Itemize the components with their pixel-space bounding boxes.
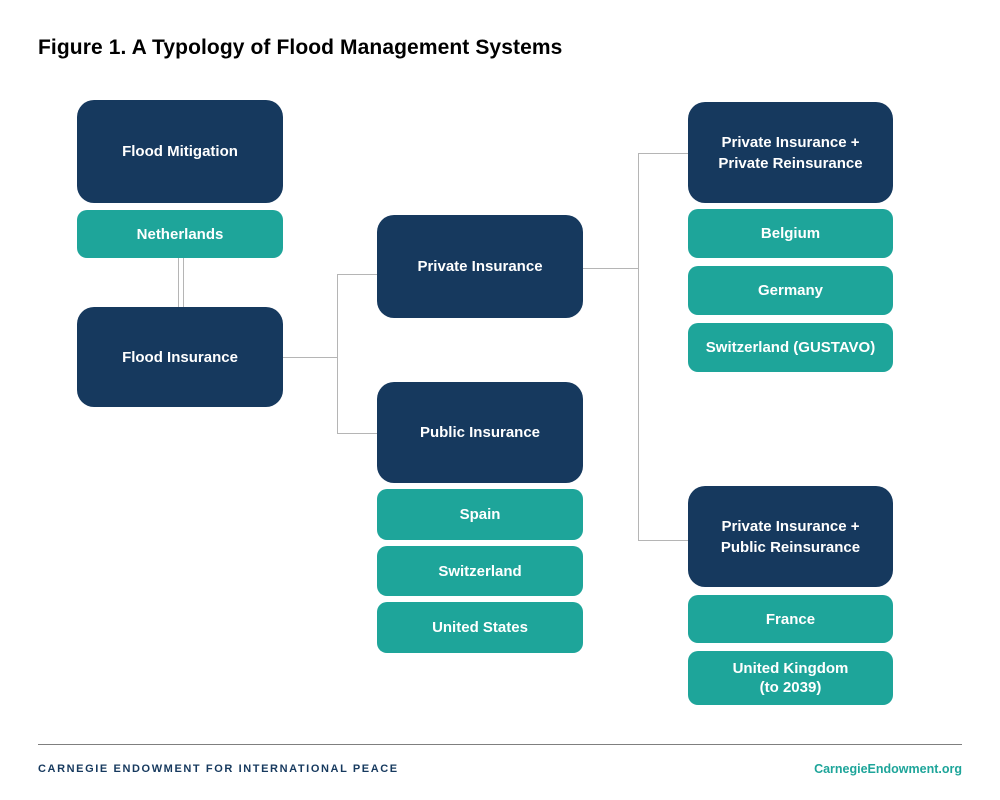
footer-website-link[interactable]: CarnegieEndowment.org xyxy=(814,762,962,776)
node-label: Private Insurance + Private Reinsurance xyxy=(718,133,863,172)
node-netherlands: Netherlands xyxy=(77,210,283,258)
node-spain: Spain xyxy=(377,489,583,540)
node-label: Spain xyxy=(459,506,501,523)
connector-to-private-reinsurance xyxy=(638,153,688,154)
connector-double-line-right xyxy=(183,258,184,307)
node-france: France xyxy=(688,595,893,643)
connector-private-insurance-stub xyxy=(583,268,638,269)
node-switzerland: Switzerland xyxy=(377,546,583,596)
connector-mid-vertical xyxy=(337,274,338,434)
node-united-kingdom: United Kingdom (to 2039) xyxy=(688,651,893,705)
node-label: Belgium xyxy=(760,225,821,242)
node-label: Private Insurance xyxy=(417,258,543,275)
node-label: Public Insurance xyxy=(419,424,541,441)
node-label: United Kingdom (to 2039) xyxy=(732,659,849,697)
node-united-states: United States xyxy=(377,602,583,653)
footer-organization-name: CARNEGIE ENDOWMENT FOR INTERNATIONAL PEA… xyxy=(38,763,399,775)
node-switzerland-gustavo: Switzerland (GUSTAVO) xyxy=(688,323,893,372)
node-label: United States xyxy=(432,619,528,636)
node-public-insurance: Public Insurance xyxy=(377,382,583,483)
node-label: Flood Insurance xyxy=(122,348,238,366)
footer-divider xyxy=(38,744,962,745)
figure-title: Figure 1. A Typology of Flood Management… xyxy=(38,36,563,59)
node-label: Switzerland xyxy=(438,562,522,580)
node-private-insurance: Private Insurance xyxy=(377,215,583,318)
connector-right-vertical xyxy=(638,153,639,541)
node-flood-mitigation: Flood Mitigation xyxy=(77,100,283,203)
connector-to-public-reinsurance xyxy=(638,540,688,541)
node-label: Switzerland (GUSTAVO) xyxy=(705,339,876,356)
connector-to-private-insurance xyxy=(337,274,377,275)
node-label: Flood Mitigation xyxy=(122,143,238,160)
connector-double-line-left xyxy=(178,258,179,307)
connector-flood-insurance-stub xyxy=(283,357,337,358)
node-private-insurance-private-reinsurance: Private Insurance + Private Reinsurance xyxy=(688,102,893,203)
node-label: France xyxy=(765,610,816,628)
node-private-insurance-public-reinsurance: Private Insurance + Public Reinsurance xyxy=(688,486,893,587)
node-belgium: Belgium xyxy=(688,209,893,258)
node-label: Netherlands xyxy=(136,225,224,243)
node-label: Germany xyxy=(757,282,824,299)
connector-to-public-insurance xyxy=(337,433,377,434)
node-flood-insurance: Flood Insurance xyxy=(77,307,283,407)
node-label: Private Insurance + Public Reinsurance xyxy=(720,517,861,556)
node-germany: Germany xyxy=(688,266,893,315)
